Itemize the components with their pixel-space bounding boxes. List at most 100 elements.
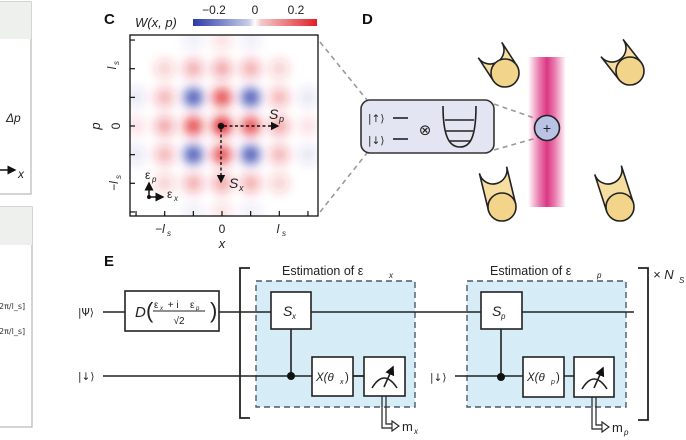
- wigner-peak-4-1: [155, 145, 175, 165]
- wigner-peak-0-4: [241, 35, 261, 50]
- svg-text:(: (: [146, 298, 154, 323]
- delta-p-label: Δp: [5, 111, 21, 125]
- trap-electrodes: [477, 38, 645, 222]
- wigner-peak-5-5: [269, 173, 289, 193]
- colorbar-gradient: [193, 19, 317, 26]
- wigner-peak-6-2: [183, 202, 203, 216]
- classical-output-x: [381, 396, 392, 429]
- svg-text:x: x: [291, 312, 297, 321]
- svg-text:s: s: [112, 61, 121, 65]
- ytick-0: 0: [109, 122, 123, 129]
- wigner-peak-3-1: [155, 116, 175, 136]
- spin-up-ket: |↑⟩: [368, 113, 384, 125]
- wigner-peak-3-4: [241, 116, 261, 136]
- svg-text:p: p: [596, 271, 602, 280]
- measurement-result-p: m p: [612, 420, 629, 437]
- xtick-0: 0: [219, 222, 226, 236]
- xtick-neg-ls: −l s: [155, 222, 171, 238]
- harmonic-potential-icon: [442, 105, 477, 148]
- spin-down-ket: |↓⟩: [368, 135, 384, 147]
- panel-letter-d: D: [362, 11, 373, 28]
- wigner-peak-2-5: [269, 87, 289, 107]
- svg-text:l: l: [277, 222, 280, 236]
- svg-text:D: D: [135, 304, 146, 321]
- x-axis-label: x: [17, 167, 25, 181]
- wigner-peak-1-4: [241, 59, 261, 79]
- colorbar: W(x, p) −0.2 0 0.2: [135, 3, 317, 30]
- rotation-gate-x: X(θ x ): [311, 356, 354, 397]
- svg-text:X(θ: X(θ: [526, 372, 546, 384]
- wigner-peak-5-1: [155, 173, 175, 193]
- wigner-plot: l s 0 −l s p −l s 0 l s x S p: [88, 34, 319, 251]
- meter-icon: [581, 378, 608, 390]
- svg-text:ε: ε: [167, 187, 173, 201]
- svg-text:p: p: [195, 306, 200, 312]
- svg-text:p: p: [500, 312, 506, 321]
- estimation-title-p: Estimation of ε p: [490, 264, 602, 280]
- origin-dot: [217, 122, 225, 130]
- svg-text:−l: −l: [155, 222, 165, 236]
- svg-text:p: p: [550, 379, 555, 386]
- svg-text:ε: ε: [145, 168, 151, 182]
- wigner-peak-4-0: [130, 145, 146, 165]
- wigner-peak-0-2: [183, 35, 203, 50]
- estimation-title-x: Estimation of ε x: [282, 264, 394, 280]
- wigner-peak-4-2: [183, 145, 203, 165]
- range-label-2: 2π/l_s]: [0, 327, 25, 336]
- electrode-top-left: [477, 41, 520, 88]
- input-down-ket: |↓⟩: [78, 371, 94, 383]
- svg-text:p: p: [88, 122, 103, 130]
- svg-text:s: s: [167, 229, 171, 238]
- svg-text:p: p: [151, 175, 157, 184]
- left-cropped-panel-top: Δp x: [0, 1, 32, 195]
- measurement-result-x: m x: [402, 419, 419, 436]
- ion: +: [533, 114, 561, 142]
- svg-text:p: p: [623, 428, 629, 437]
- ylabel-p: p: [88, 122, 103, 130]
- electrode-bottom-right: [593, 165, 635, 222]
- wigner-peak-6-4: [241, 202, 261, 216]
- svg-text:): ): [345, 372, 349, 384]
- colorbar-tick-neg: −0.2: [202, 3, 226, 17]
- eps-x-label: ε x: [167, 187, 179, 203]
- svg-text:ε: ε: [154, 300, 159, 311]
- sx-gate: S x: [270, 291, 312, 330]
- wigner-peak-2-3: [212, 87, 232, 107]
- repeat-bracket-right: [638, 267, 649, 421]
- svg-text:Estimation of ε: Estimation of ε: [490, 264, 572, 278]
- range-label-1: 2π/l_s]: [0, 302, 25, 311]
- wigner-blobs: [130, 35, 318, 216]
- electrode-top-right: [600, 38, 645, 86]
- wigner-peak-2-6: [298, 87, 318, 107]
- input-psi-ket: |Ψ⟩: [78, 307, 94, 319]
- svg-text:S: S: [229, 175, 239, 191]
- displacement-gate: D ( ) ε x + i ε p √2: [124, 290, 220, 332]
- svg-text:√2: √2: [173, 315, 184, 327]
- wigner-peak-2-0: [130, 87, 146, 107]
- left-cropped-panel-bottom: 2π/l_s] 2π/l_s]: [0, 206, 33, 428]
- control-dot-p: [497, 373, 505, 381]
- svg-text:p: p: [278, 114, 284, 124]
- svg-text:× N: × N: [653, 267, 674, 282]
- wigner-peak-4-3: [212, 145, 232, 165]
- svg-text:): ): [210, 298, 217, 323]
- rotation-gate-p: X(θ p ): [522, 356, 565, 398]
- wigner-peak-1-5: [269, 59, 289, 79]
- svg-text:x: x: [159, 306, 164, 312]
- input-down-ket-2: |↓⟩: [430, 372, 446, 384]
- wigner-peak-1-2: [183, 59, 203, 79]
- svg-text:s: s: [114, 175, 123, 179]
- svg-text:x: x: [173, 194, 179, 203]
- svg-text:m: m: [612, 420, 623, 435]
- svg-text:S: S: [492, 303, 502, 319]
- wigner-peak-4-6: [298, 145, 318, 165]
- wigner-peak-2-4: [241, 87, 261, 107]
- ytick-neg-ls: −l s: [107, 175, 123, 191]
- wigner-peak-3-2: [183, 116, 203, 136]
- electrode-bottom-left: [478, 166, 517, 222]
- wigner-peak-3-6: [298, 116, 318, 136]
- svg-text:X(θ: X(θ: [315, 372, 335, 384]
- sp-label: S p: [269, 106, 284, 124]
- wigner-peak-2-1: [155, 87, 175, 107]
